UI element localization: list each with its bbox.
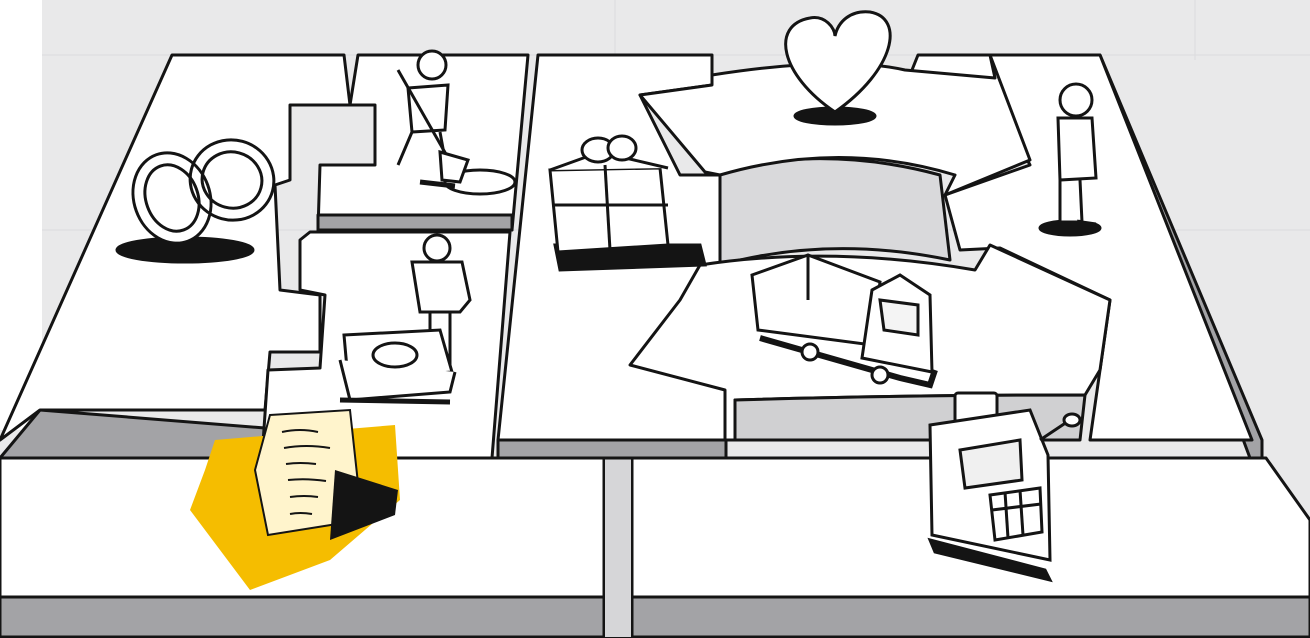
key-activities-tile — [318, 55, 528, 230]
revenue-streams-slab-edge — [632, 597, 1310, 637]
cost-structure-slab-edge — [0, 597, 604, 637]
bottom-row — [0, 458, 1310, 638]
center-gap — [604, 458, 632, 638]
